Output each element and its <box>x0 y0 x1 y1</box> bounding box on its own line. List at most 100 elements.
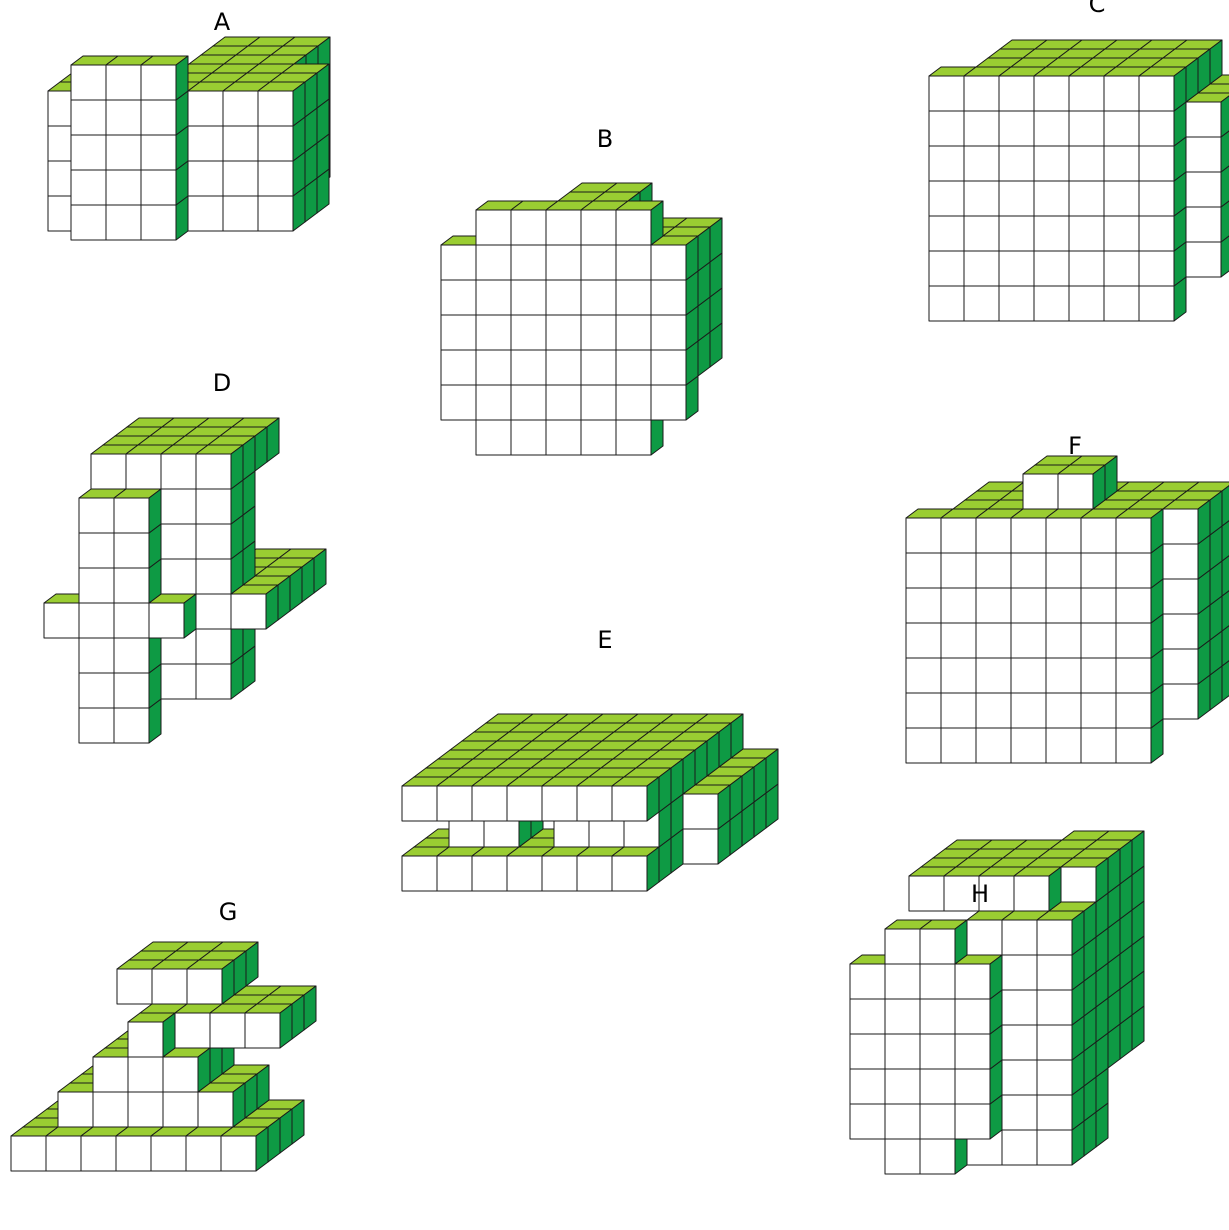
cube <box>1104 286 1139 321</box>
cube <box>1002 990 1037 1025</box>
cube <box>1034 111 1069 146</box>
cube <box>149 594 196 638</box>
cube <box>223 161 258 196</box>
cube <box>941 623 976 658</box>
cube <box>1034 251 1069 286</box>
cube <box>106 100 141 135</box>
cube <box>683 785 730 829</box>
cube <box>476 385 511 420</box>
cube <box>1081 623 1116 658</box>
cube <box>581 245 616 280</box>
cube <box>1081 588 1116 623</box>
cube <box>221 1127 268 1171</box>
cube <box>1046 728 1081 763</box>
cube <box>441 385 476 420</box>
cube <box>1081 693 1116 728</box>
cube <box>114 489 161 533</box>
cube <box>1186 93 1229 137</box>
cube <box>79 603 114 638</box>
cube <box>999 146 1034 181</box>
cube <box>906 693 941 728</box>
cube <box>976 623 1011 658</box>
cube <box>196 594 231 629</box>
cube <box>128 1013 175 1057</box>
cube <box>71 170 106 205</box>
cube <box>163 1048 210 1092</box>
cube <box>79 533 114 568</box>
cube <box>1116 509 1163 553</box>
cube <box>999 111 1034 146</box>
cube <box>941 693 976 728</box>
cube <box>188 161 223 196</box>
cube <box>581 350 616 385</box>
cube <box>511 420 546 455</box>
cube <box>93 1092 128 1127</box>
cube <box>941 588 976 623</box>
cube <box>1081 658 1116 693</box>
figure-label-e: E <box>597 628 612 652</box>
cube <box>616 201 663 245</box>
cube <box>1034 286 1069 321</box>
figure-a <box>48 37 330 240</box>
cube <box>476 280 511 315</box>
cube <box>1011 728 1046 763</box>
cube <box>976 693 1011 728</box>
cube <box>1002 1025 1037 1060</box>
cube <box>245 1004 292 1048</box>
cube <box>79 638 114 673</box>
cube <box>941 728 976 763</box>
cube <box>920 999 955 1034</box>
cube <box>1002 1060 1037 1095</box>
cube <box>885 964 920 999</box>
cube <box>964 181 999 216</box>
figure-label-a: A <box>214 10 230 34</box>
cube <box>941 553 976 588</box>
cube <box>1104 111 1139 146</box>
cube <box>231 585 278 629</box>
cube <box>1011 588 1046 623</box>
cube <box>616 245 651 280</box>
cube <box>920 1104 955 1139</box>
cube <box>441 315 476 350</box>
figure-label-c: C <box>1089 0 1106 16</box>
cube <box>616 385 651 420</box>
cube <box>1069 216 1104 251</box>
figure-h <box>850 831 1144 1174</box>
cube <box>929 111 964 146</box>
cube <box>616 280 651 315</box>
cube <box>441 280 476 315</box>
cube <box>976 658 1011 693</box>
cube <box>976 588 1011 623</box>
cube <box>1081 553 1116 588</box>
cube <box>920 1069 955 1104</box>
figure-d <box>44 418 326 743</box>
cube <box>1011 623 1046 658</box>
cube <box>955 955 1002 999</box>
cube <box>976 728 1011 763</box>
cube <box>476 420 511 455</box>
cube <box>223 126 258 161</box>
figure-label-f: F <box>1068 434 1082 458</box>
cube <box>581 315 616 350</box>
cube <box>163 1092 198 1127</box>
cube <box>79 673 114 708</box>
cube <box>999 286 1034 321</box>
cube <box>581 280 616 315</box>
cube <box>1069 146 1104 181</box>
cube <box>1104 181 1139 216</box>
cube <box>920 1034 955 1069</box>
cube <box>1104 216 1139 251</box>
cube <box>616 315 651 350</box>
cube <box>1034 216 1069 251</box>
cube <box>581 420 616 455</box>
cube <box>546 315 581 350</box>
figure-e <box>402 714 778 891</box>
cube <box>476 315 511 350</box>
cube <box>546 280 581 315</box>
cube <box>1104 251 1139 286</box>
figure-g <box>11 942 316 1171</box>
cube <box>1081 728 1116 763</box>
cube <box>106 135 141 170</box>
cube <box>511 245 546 280</box>
